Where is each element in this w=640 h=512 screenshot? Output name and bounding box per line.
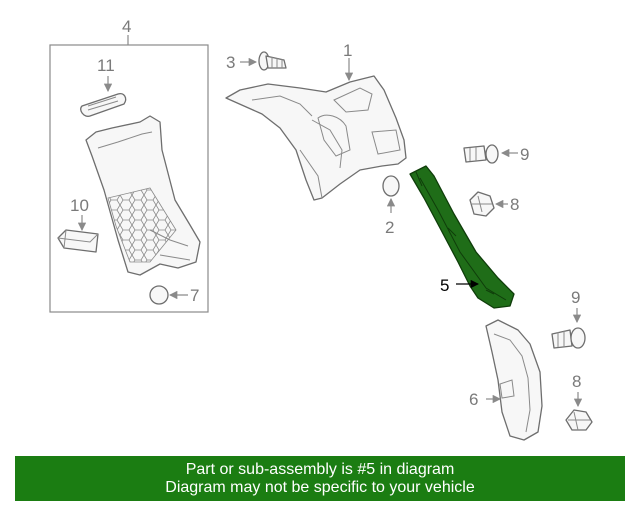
callout-5: 5 [440,276,449,295]
callout-1: 1 [343,41,352,60]
info-banner: Part or sub-assembly is #5 in diagram Di… [15,456,625,501]
part-5-pillar-garnish: 5 [409,165,515,309]
callout-9-lower: 9 [571,288,580,307]
part-9-lower-clip: 9 [551,288,586,349]
callout-9-upper: 9 [520,145,529,164]
callout-6: 6 [469,390,478,409]
part-2-clip: 2 [382,175,400,237]
callout-7: 7 [190,286,199,305]
group-4-box: 4 [49,17,209,313]
part-9-upper-clip: 9 [463,144,529,164]
part-8-upper-fastener: 8 [469,191,519,217]
part-1-quarter-trim: 1 [225,41,407,201]
callout-10: 10 [70,196,89,215]
part-10-block: 10 [57,196,99,253]
banner-line-1: Part or sub-assembly is #5 in diagram [185,461,455,478]
banner-line-2: Diagram may not be specific to your vehi… [165,479,475,496]
part-11-lamp: 11 [80,56,127,117]
parts-diagram: 4 11 10 7 3 1 [49,17,593,441]
part-4-pillar-trim [85,115,201,276]
callout-8-lower: 8 [572,372,581,391]
part-8-lower-fastener: 8 [565,372,593,431]
callout-4: 4 [122,17,131,36]
part-6-lower-garnish: 6 [469,319,543,441]
part-7-grommet: 7 [149,285,199,305]
callout-2: 2 [385,218,394,237]
part-3-bolt: 3 [226,51,287,72]
callout-3: 3 [226,53,235,72]
callout-8-upper: 8 [510,195,519,214]
callout-11: 11 [97,56,115,75]
